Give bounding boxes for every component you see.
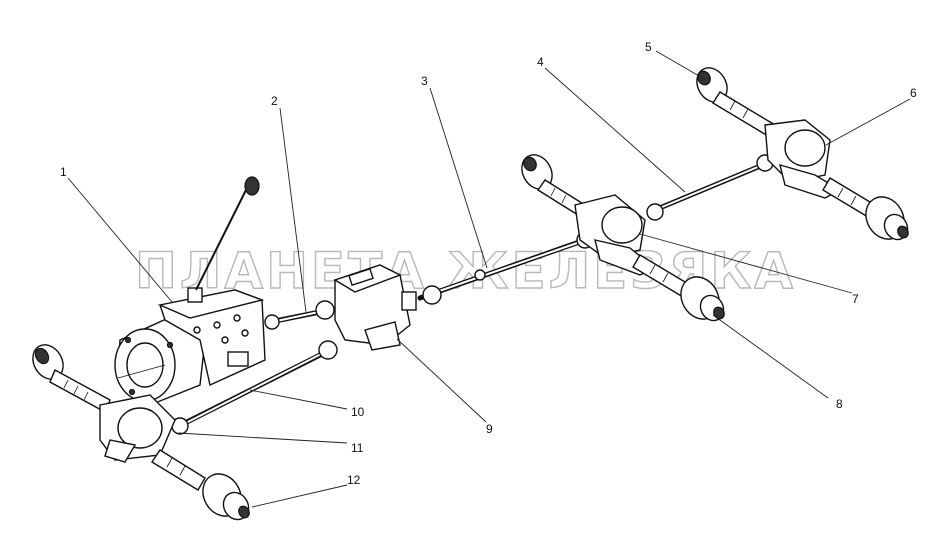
propeller-shafts xyxy=(172,159,773,431)
front-axle xyxy=(32,344,250,521)
callout-2: 2 xyxy=(271,94,278,108)
callout-9: 9 xyxy=(486,422,493,436)
callout-4: 4 xyxy=(537,55,544,69)
callout-8: 8 xyxy=(836,397,843,411)
middle-axle xyxy=(521,154,725,322)
callout-10: 10 xyxy=(351,405,365,419)
callout-6: 6 xyxy=(910,86,917,100)
callout-3: 3 xyxy=(421,74,428,88)
rear-axle xyxy=(696,67,909,241)
callout-11: 11 xyxy=(351,441,364,455)
callout-7: 7 xyxy=(852,292,859,306)
callout-labels: 1 2 3 4 5 6 7 8 9 10 11 12 xyxy=(60,40,917,487)
callout-12: 12 xyxy=(347,473,361,487)
gearbox xyxy=(114,176,266,406)
callout-1: 1 xyxy=(60,165,67,179)
callout-5: 5 xyxy=(645,40,652,54)
leader-lines xyxy=(67,50,911,508)
transfer-case xyxy=(333,264,417,351)
